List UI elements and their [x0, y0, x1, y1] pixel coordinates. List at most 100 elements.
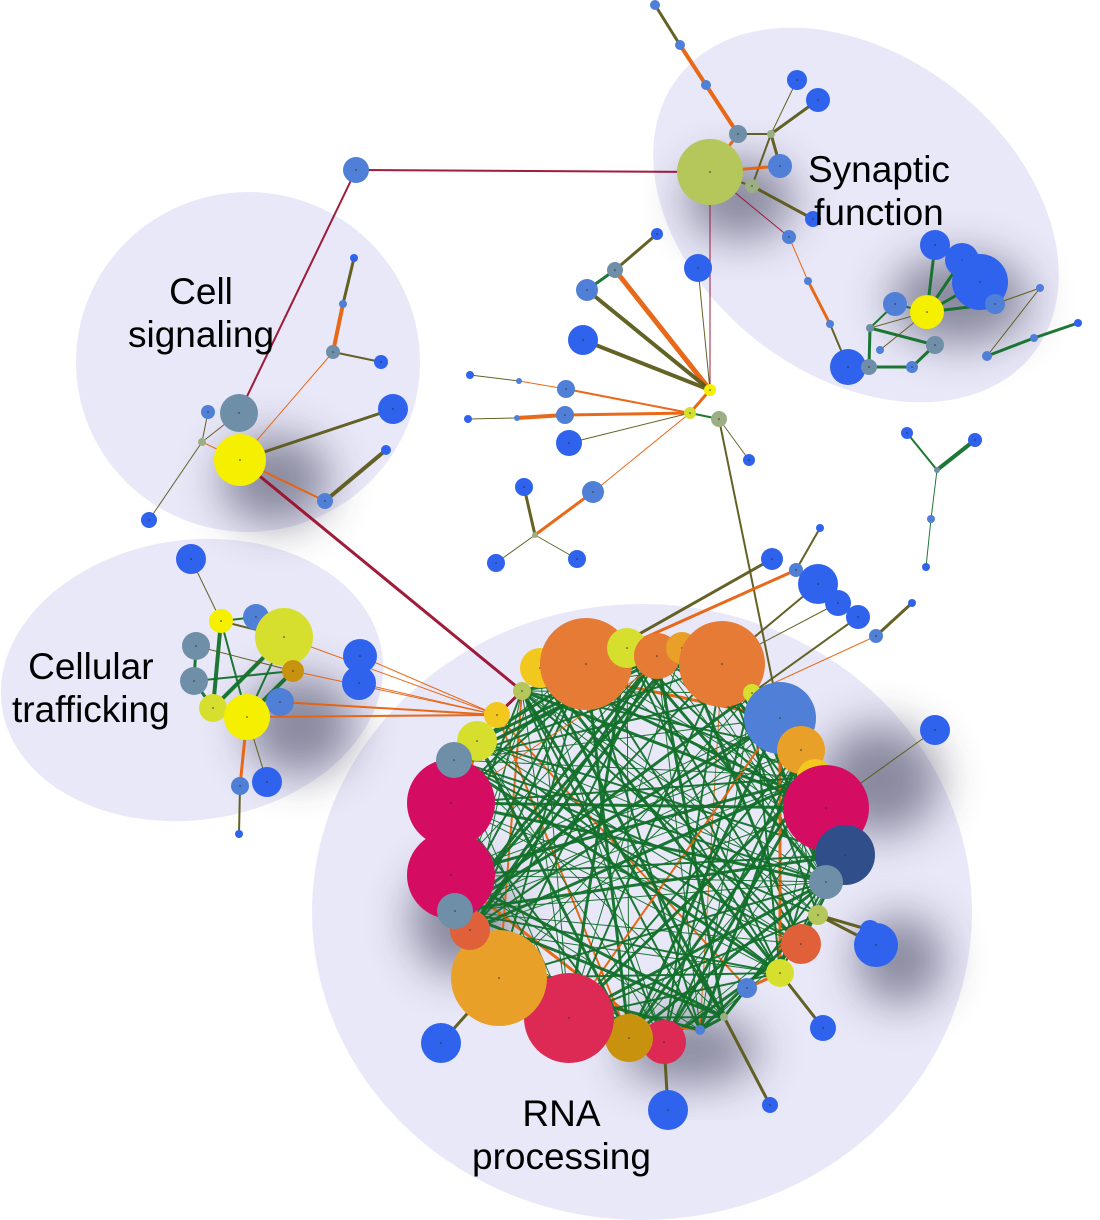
edge-c7-c12 — [148, 441, 203, 521]
edge-m8-m13 — [565, 388, 691, 414]
node-center-dot — [523, 486, 525, 488]
edge-n21-n30 — [453, 759, 725, 1018]
node-center-dot — [934, 244, 936, 246]
edge-r2-r3 — [935, 438, 977, 472]
node-center-dot — [721, 663, 723, 665]
nodes — [141, 0, 1082, 1130]
cluster-label-line: Cellular — [28, 646, 154, 687]
edge-n13-n28 — [449, 775, 817, 877]
node-r4 — [927, 515, 935, 523]
node-center-dot — [800, 749, 802, 751]
edge-t7-n2 — [292, 670, 498, 716]
node-center-dot — [283, 636, 285, 638]
node-center-dot — [771, 558, 773, 560]
cluster-label-line: Synaptic — [808, 149, 950, 190]
node-c7 — [198, 438, 206, 446]
edge-n15-n28 — [450, 854, 846, 876]
edge-n11-n30 — [453, 717, 781, 761]
node-center-dot — [255, 616, 257, 618]
node-center-dot — [495, 562, 497, 564]
edge-s3-s6 — [704, 83, 740, 136]
node-center-dot — [292, 670, 294, 672]
node-s1 — [650, 0, 660, 10]
node-center-dot — [769, 1104, 771, 1106]
node-center-dot — [779, 972, 781, 974]
node-center-dot — [190, 558, 192, 560]
edge-r12-r13 — [874, 601, 914, 638]
edge-r6-r8 — [795, 527, 821, 571]
edge-t4-n2 — [283, 636, 498, 716]
edge-n10-n30 — [453, 692, 753, 761]
cluster-label-cellular-trafficking: Cellular trafficking — [12, 645, 170, 731]
edge-m13-m17 — [592, 412, 691, 493]
cluster-label-rna-processing: RNA processing — [472, 1092, 651, 1178]
node-center-dot — [565, 388, 567, 390]
node-t15 — [235, 830, 243, 838]
node-c1 — [350, 254, 358, 262]
edge-n7-n28 — [450, 655, 658, 876]
edge-c1-c2 — [341, 256, 356, 306]
node-center-dot — [358, 682, 360, 684]
edge-t9-n2 — [358, 682, 498, 716]
edge-b1-s9 — [355, 169, 711, 173]
node-center-dot — [994, 303, 996, 305]
node-n21 — [720, 1013, 728, 1021]
node-center-dot — [795, 569, 797, 571]
node-center-dot — [626, 647, 628, 649]
node-center-dot — [585, 663, 587, 665]
node-c10 — [381, 445, 391, 455]
edge-m15-m13 — [568, 412, 691, 444]
node-center-dot — [220, 620, 222, 622]
edge-s10-s11 — [750, 184, 815, 221]
node-center-dot — [800, 943, 802, 945]
node-center-dot — [628, 1037, 630, 1039]
edge-n19-n31 — [454, 910, 781, 974]
edge-m6-m7 — [469, 374, 520, 382]
edge-n21-n28 — [449, 873, 726, 1019]
node-center-dot — [568, 1017, 570, 1019]
node-center-dot — [709, 389, 711, 391]
edge-n21-o5 — [722, 1015, 772, 1107]
edge-m1-m2 — [613, 232, 659, 272]
edge-c3-c4 — [332, 351, 382, 363]
node-center-dot — [894, 303, 896, 305]
cluster-label-synaptic-function: Synaptic function — [808, 148, 950, 234]
node-center-dot — [709, 171, 711, 173]
node-center-dot — [592, 491, 594, 493]
edge-m12-m13 — [563, 411, 692, 417]
edge-m2-m9 — [612, 267, 713, 393]
edge-m17-m19 — [533, 490, 595, 537]
edge-r11-n10 — [751, 616, 859, 694]
node-m11 — [514, 415, 520, 421]
edge-n18-n30 — [453, 759, 802, 945]
node-center-dot — [751, 185, 753, 187]
node-s7 — [767, 130, 775, 138]
cluster-label-line: RNA — [522, 1093, 601, 1134]
node-center-dot — [586, 289, 588, 291]
edge-n12-n25 — [568, 749, 802, 1019]
edge-b1-c6 — [238, 169, 357, 414]
edge-t6-t7 — [193, 670, 294, 682]
node-n22 — [695, 1025, 705, 1035]
edge-n16-n31 — [454, 881, 827, 912]
cluster-label-line: function — [814, 192, 944, 233]
node-s2 — [675, 40, 685, 50]
edge-n19-n30 — [452, 758, 782, 975]
node-m10 — [464, 415, 472, 423]
node-m7 — [516, 378, 522, 384]
edge-m4-m9 — [697, 267, 711, 391]
cluster-label-line: Cell — [169, 271, 233, 312]
edge-r1-r3 — [906, 432, 938, 471]
node-center-dot — [453, 759, 455, 761]
node-center-dot — [746, 987, 748, 989]
edge-c11-c10 — [323, 448, 388, 503]
node-center-dot — [718, 418, 720, 420]
node-center-dot — [844, 854, 846, 856]
edge-n14-n24 — [628, 807, 827, 1039]
node-center-dot — [875, 635, 877, 637]
cluster-label-cell-signaling: Cell signaling — [128, 270, 274, 356]
node-m6 — [466, 371, 474, 379]
node-center-dot — [847, 366, 849, 368]
edge-n11-n25 — [568, 717, 781, 1019]
